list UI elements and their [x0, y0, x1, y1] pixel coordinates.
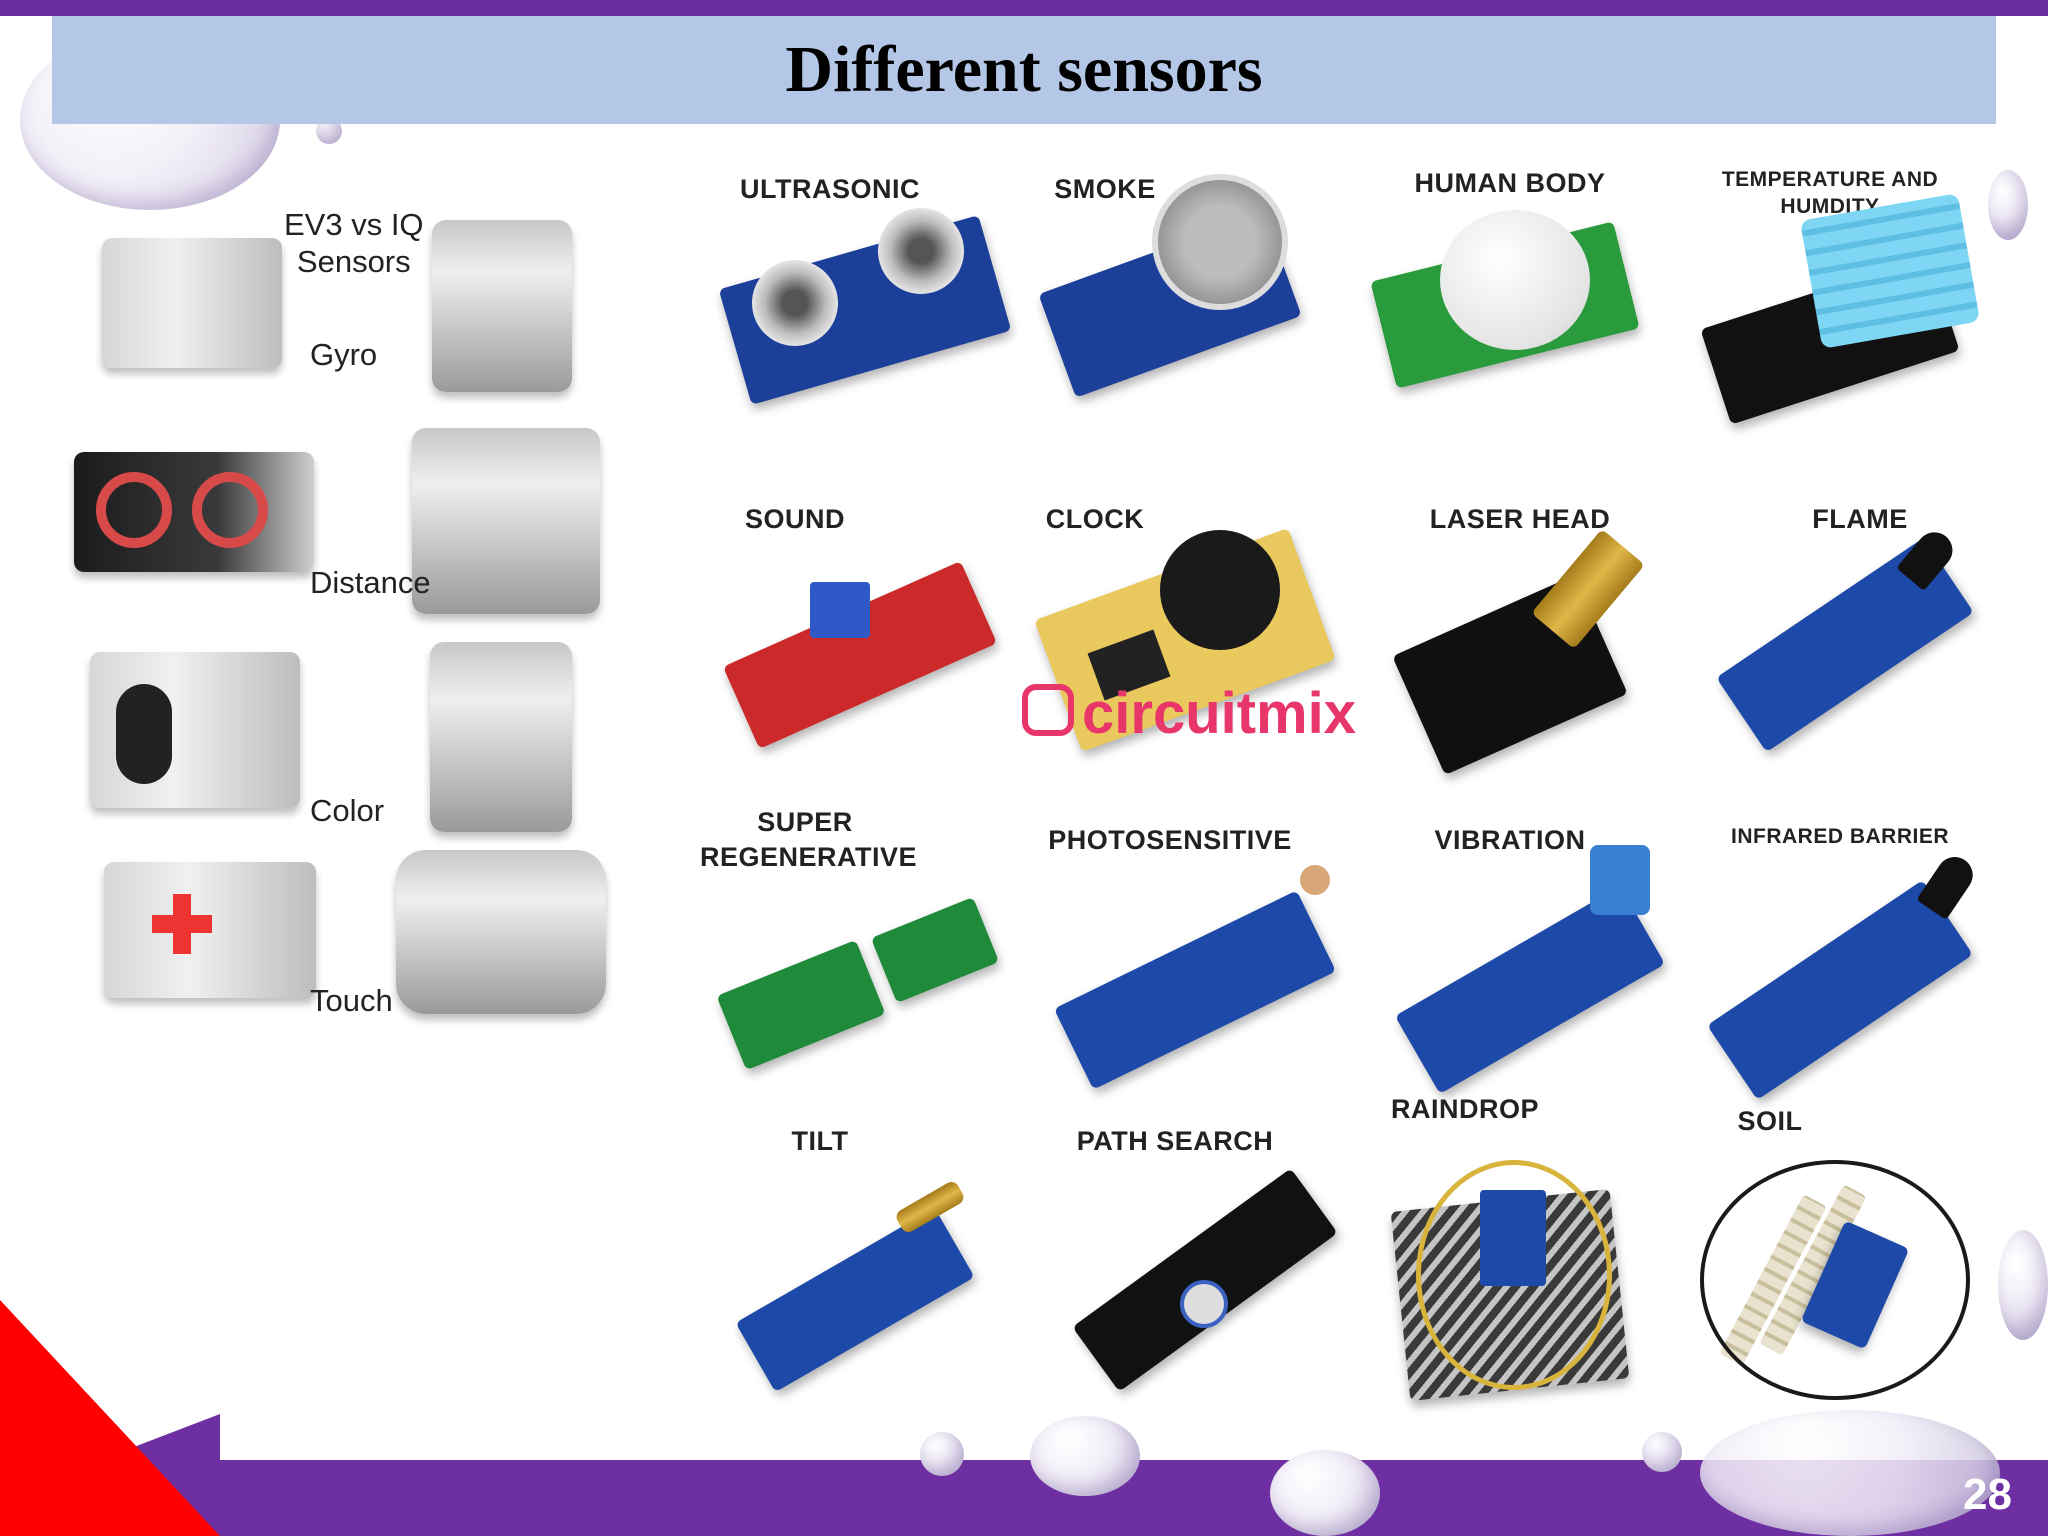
instagram-icon — [1022, 684, 1074, 736]
sensor-tile-temperature-humidity: TEMPERATURE AND HUMDITY — [1680, 160, 2000, 470]
sensor-tile-super-regenerative: SUPER REGENERATIVE — [700, 805, 1020, 1115]
iq-touch-sensor-image — [396, 850, 606, 1014]
ev3-distance-left-eye — [96, 472, 172, 548]
sensor-tile-smoke: SMOKE — [1030, 160, 1350, 470]
sensor-tile-human-body: HUMAN BODY — [1360, 160, 1680, 470]
sensor-label: VIBRATION — [1434, 825, 1586, 855]
lego-item-color: Color — [310, 793, 385, 828]
sensor-label: SUPER REGENERATIVE — [700, 807, 918, 873]
sensor-tile-tilt: TILT — [700, 1120, 1020, 1430]
ultrasonic-transducer-left — [752, 260, 838, 346]
sensor-label: RAINDROP — [1390, 1094, 1539, 1124]
raindrop-yellow-wire — [1416, 1160, 1612, 1390]
iq-distance-sensor-image — [412, 428, 600, 614]
top-accent-bar — [0, 0, 2048, 16]
sensor-label: SMOKE — [1054, 174, 1156, 204]
decorative-bubble — [1270, 1450, 1380, 1536]
photoresistor — [1300, 865, 1330, 895]
rf-receiver-image — [716, 939, 886, 1071]
sensor-label: FLAME — [1812, 504, 1908, 534]
rf-transmitter-image — [870, 896, 1000, 1004]
lego-header: EV3 vs IQ Sensors — [284, 207, 424, 280]
sensor-label: SOUND — [744, 504, 845, 534]
smoke-sensor-mesh — [1152, 174, 1288, 310]
dht-sensor-body — [1799, 193, 1981, 349]
lego-item-gyro: Gyro — [310, 337, 378, 372]
vibration-sensor-body — [1590, 845, 1650, 915]
sensor-label: PHOTOSENSITIVE — [1048, 825, 1292, 855]
ev3-distance-right-eye — [192, 472, 268, 548]
iq-gyro-sensor-image — [432, 220, 572, 392]
lego-item-touch: Touch — [310, 983, 393, 1018]
sensor-tile-raindrop: RAINDROP — [1360, 1094, 1680, 1430]
sensor-tile-flame: FLAME — [1680, 490, 2000, 800]
sensor-tile-path-search: PATH SEARCH — [1030, 1120, 1350, 1430]
ev3-color-lens — [116, 684, 172, 784]
slide-page-number: 28 — [1963, 1470, 2012, 1519]
photosensitive-module-image — [1053, 890, 1337, 1090]
sensor-label: TILT — [791, 1126, 849, 1156]
red-corner-triangle — [0, 1300, 220, 1536]
lego-item-distance: Distance — [310, 565, 431, 600]
slide-title-banner: Different sensors — [52, 16, 1996, 124]
sensor-tile-laser-head: LASER HEAD — [1360, 490, 1680, 800]
tilt-module-image — [735, 1207, 975, 1393]
vibration-module-image — [1394, 886, 1666, 1094]
sensor-tile-photosensitive: PHOTOSENSITIVE — [1030, 805, 1350, 1115]
decorative-bubble — [1988, 170, 2028, 240]
soil-cable-loop — [1700, 1160, 1970, 1400]
iq-color-sensor-image — [430, 642, 572, 832]
sensor-label: PATH SEARCH — [1076, 1126, 1274, 1156]
lego-sensors-panel: EV3 vs IQ Sensors Gyro Distance Color To… — [60, 190, 640, 1070]
sensor-tile-infrared-barrier: INFRARED BARRIER — [1680, 805, 2000, 1115]
decorative-bubble — [1998, 1230, 2048, 1340]
sensor-label: CLOCK — [1045, 504, 1145, 534]
decorative-bubble — [1642, 1432, 1682, 1472]
sound-potentiometer — [810, 582, 870, 638]
pir-dome — [1440, 210, 1590, 350]
sensor-label: INFRARED BARRIER — [1731, 825, 1949, 848]
sensor-label: ULTRASONIC — [740, 174, 920, 204]
sensor-tile-clock: CLOCK — [1030, 490, 1350, 800]
sensor-modules-grid: ULTRASONIC SMOKE HUMAN BODY TEMPERATURE … — [700, 160, 2010, 1430]
rtc-battery-holder — [1160, 530, 1280, 650]
path-search-potentiometer — [1180, 1280, 1228, 1328]
sensor-tile-vibration: VIBRATION — [1360, 805, 1680, 1115]
slide-title: Different sensors — [785, 33, 1263, 106]
sensor-label: LASER HEAD — [1429, 504, 1611, 534]
ultrasonic-transducer-right — [878, 208, 964, 294]
sensor-tile-sound: SOUND — [700, 490, 1020, 800]
sensor-label: HUMAN BODY — [1414, 168, 1606, 198]
ev3-gyro-sensor-image — [102, 238, 282, 368]
decorative-bubble — [1700, 1410, 2000, 1536]
sensor-label: SOIL — [1737, 1106, 1803, 1136]
infrared-module-image — [1707, 879, 1973, 1101]
decorative-bubble — [920, 1432, 964, 1476]
decorative-bubble — [1030, 1416, 1140, 1496]
sensor-tile-soil: SOIL — [1680, 1106, 2000, 1430]
sensor-tile-ultrasonic: ULTRASONIC — [700, 160, 1020, 470]
watermark-text: circuitmix — [1082, 681, 1356, 746]
